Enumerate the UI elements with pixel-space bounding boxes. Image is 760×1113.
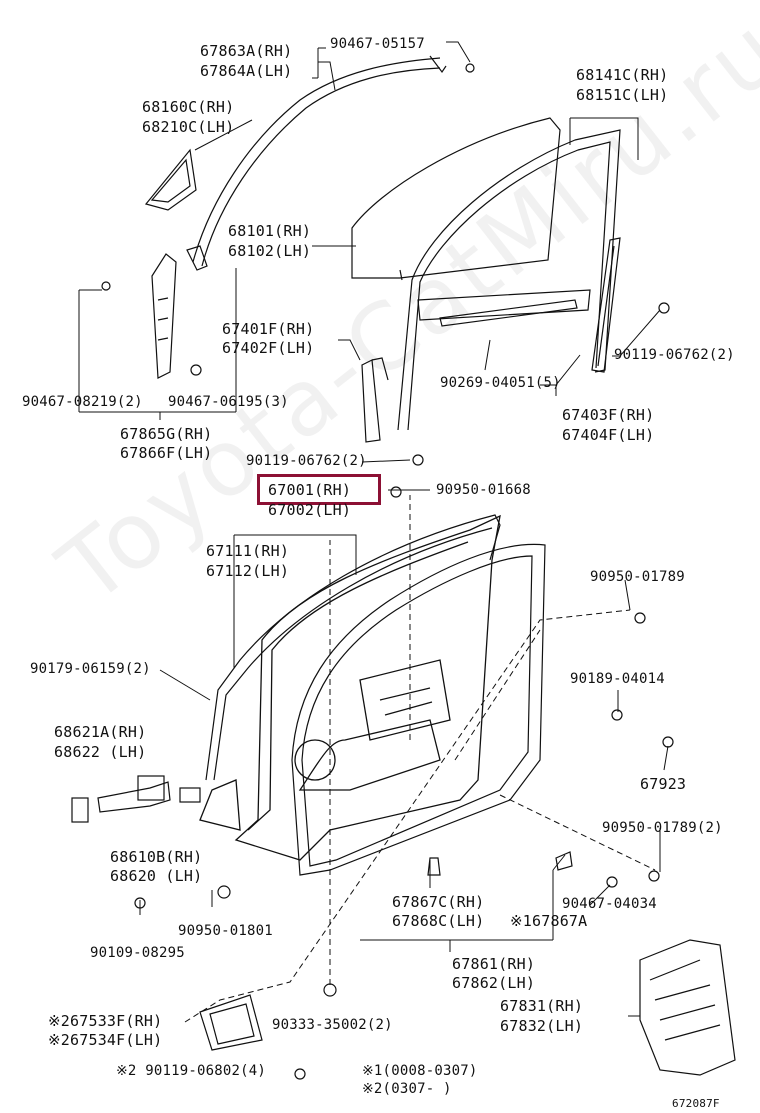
note-1: ※1(0008-0307) [362,1063,478,1079]
label-67403F: 67403F(RH) [562,406,655,424]
label-68151C: 68151C(LH) [576,86,669,104]
label-90467-05157: 90467-05157 [330,36,425,52]
note-2: ※2(0307- ) [362,1081,452,1097]
fasteners [134,486,674,1080]
label-67534F: ※267534F(LH) [48,1031,163,1049]
label-67864A: 67864A(LH) [200,62,293,80]
label-67867A: ※167867A [510,912,588,930]
label-67831: 67831(RH) [500,997,584,1015]
label-90119-06802: ※2 90119-06802(4) [116,1063,266,1079]
label-90119-06762-b: 90119-06762(2) [246,453,367,469]
label-67868C: 67868C(LH) [392,912,485,930]
label-67867C: 67867C(RH) [392,893,485,911]
label-90467-08219: 90467-08219(2) [22,394,143,410]
label-90950-01668: 90950-01668 [436,482,531,498]
label-68101: 68101(RH) [228,222,312,240]
label-90189-04014: 90189-04014 [570,671,665,687]
door-weatherstrip [291,543,546,876]
label-67866F: 67866F(LH) [120,444,213,462]
label-90269-04051: 90269-04051(5) [440,375,561,391]
figure-code: 672087F [672,1097,720,1110]
rear-division-bar [591,237,670,373]
label-67112: 67112(LH) [206,562,290,580]
label-67865G: 67865G(RH) [120,425,213,443]
door-frame-outline [205,514,501,781]
door-glass [351,117,561,281]
label-67832: 67832(LH) [500,1017,584,1035]
label-67001: 67001(RH) [268,481,352,499]
label-67533F: ※267533F(RH) [48,1012,163,1030]
label-67923: 67923 [640,775,687,793]
label-68210C: 68210C(LH) [142,118,235,136]
label-68622: 68622 (LH) [54,743,147,761]
label-68621A: 68621A(RH) [54,723,147,741]
label-68102: 68102(LH) [228,242,312,260]
label-67002: 67002(LH) [268,501,352,519]
label-68141C: 68141C(RH) [576,66,669,84]
door-panel [199,514,501,861]
label-67404F: 67404F(LH) [562,426,655,444]
door-check [71,775,201,823]
label-90109-08295: 90109-08295 [90,945,185,961]
glass-run [397,129,621,431]
label-90333-35002: 90333-35002(2) [272,1017,393,1033]
highlight-box [257,474,381,505]
small-quarter-glass [144,148,197,211]
label-67111: 67111(RH) [206,542,290,560]
label-90179-06159: 90179-06159(2) [30,661,151,677]
handle-bezel [199,994,263,1051]
label-90950-01801: 90950-01801 [178,923,273,939]
label-67861: 67861(RH) [452,955,536,973]
label-67401F: 67401F(RH) [222,320,315,338]
leader-lines [78,41,669,1023]
front-lower-frame [361,357,424,466]
label-68160C: 68160C(RH) [142,98,235,116]
label-90950-01789-a: 90950-01789 [590,569,685,585]
door-hole-cover [639,939,736,1076]
label-90950-01789-b: 90950-01789(2) [602,820,723,836]
label-68620: 68620 (LH) [110,867,203,885]
upper-frame-molding [186,55,475,271]
label-68610B: 68610B(RH) [110,848,203,866]
label-67863A: 67863A(RH) [200,42,293,60]
label-90467-06195: 90467-06195(3) [168,394,289,410]
label-67862: 67862(LH) [452,974,536,992]
label-67402F: 67402F(LH) [222,339,315,357]
label-90467-04034: 90467-04034 [562,896,657,912]
front-pillar-garnish [101,253,202,379]
glass-channel [439,299,578,327]
label-90119-06762-a: 90119-06762(2) [614,347,735,363]
